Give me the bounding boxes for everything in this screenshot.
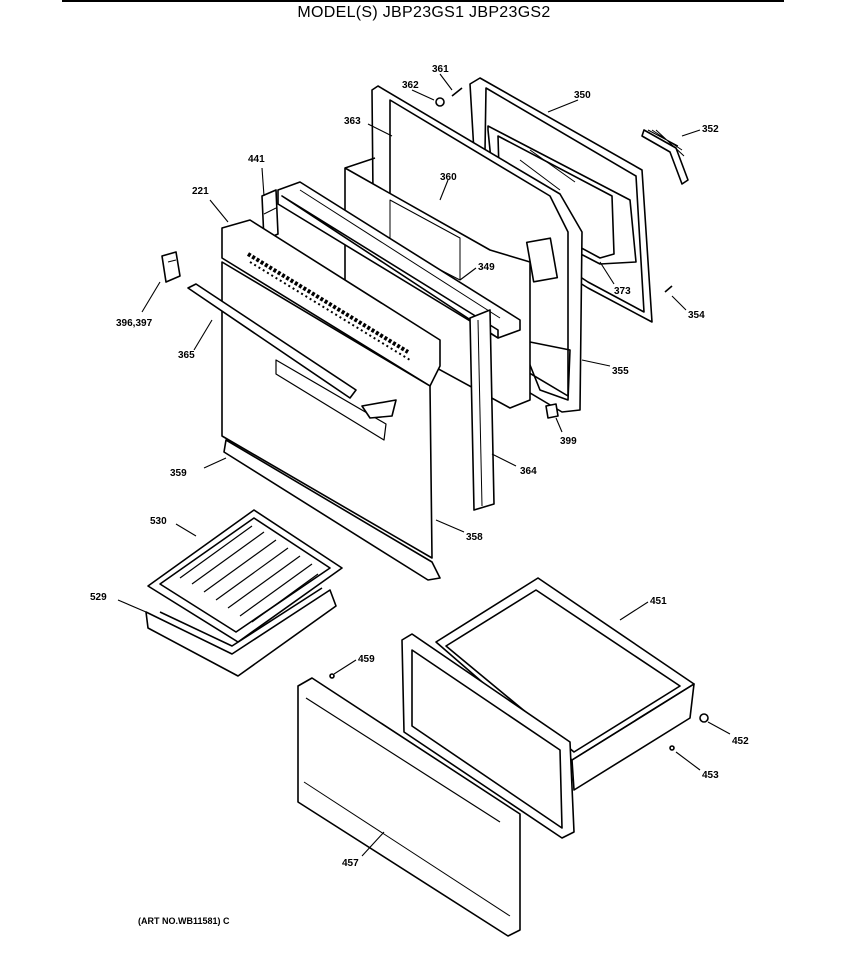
top-rule <box>62 0 784 2</box>
drawer-roller <box>699 713 709 723</box>
door-bumper <box>545 403 559 419</box>
screw-362 <box>435 97 445 107</box>
callout-530: 530 <box>150 516 167 527</box>
art-number: (ART NO.WB11581) C <box>138 916 230 926</box>
broiler-pan <box>145 587 337 677</box>
broiler-grid <box>147 509 343 643</box>
callout-349: 349 <box>478 262 495 273</box>
door-handle <box>187 283 357 399</box>
door-frame-channel <box>277 181 521 339</box>
drawer-box <box>435 577 695 791</box>
callout-529: 529 <box>90 592 107 603</box>
callout-361: 361 <box>432 64 449 75</box>
callout-364: 364 <box>520 466 537 477</box>
door-trim-piece <box>641 129 689 185</box>
callout-453: 453 <box>702 770 719 781</box>
callout-452: 452 <box>732 736 749 747</box>
diagram-title: MODEL(S) JBP23GS1 JBP23GS2 <box>297 4 551 21</box>
drawer-screw-453 <box>669 745 675 751</box>
door-bottom-trim <box>223 439 441 581</box>
callout-362: 362 <box>402 80 419 91</box>
callout-360: 360 <box>440 172 457 183</box>
door-latch <box>161 251 181 283</box>
side-trim-post <box>469 309 495 511</box>
callout-354: 354 <box>688 310 705 321</box>
callout-457: 457 <box>342 858 359 869</box>
callout-373: 373 <box>614 286 631 297</box>
hinge-bracket <box>261 189 279 241</box>
callout-396_397: 396,397 <box>116 318 153 329</box>
callout-352: 352 <box>702 124 719 135</box>
callout-365: 365 <box>178 350 195 361</box>
screw-361 <box>451 87 463 97</box>
callout-459: 459 <box>358 654 375 665</box>
callout-358: 358 <box>466 532 483 543</box>
vent-top-panel <box>221 219 441 387</box>
callout-441: 441 <box>248 154 265 165</box>
callout-399: 399 <box>560 436 577 447</box>
callout-355: 355 <box>612 366 629 377</box>
drawer-front-panel <box>297 677 521 937</box>
callout-221: 221 <box>192 186 209 197</box>
callout-363: 363 <box>344 116 361 127</box>
drawer-front-frame <box>401 633 575 839</box>
drawer-screw-459 <box>329 673 335 679</box>
callout-350: 350 <box>574 90 591 101</box>
callout-359: 359 <box>170 468 187 479</box>
screw-354 <box>664 285 673 293</box>
callout-451: 451 <box>650 596 667 607</box>
